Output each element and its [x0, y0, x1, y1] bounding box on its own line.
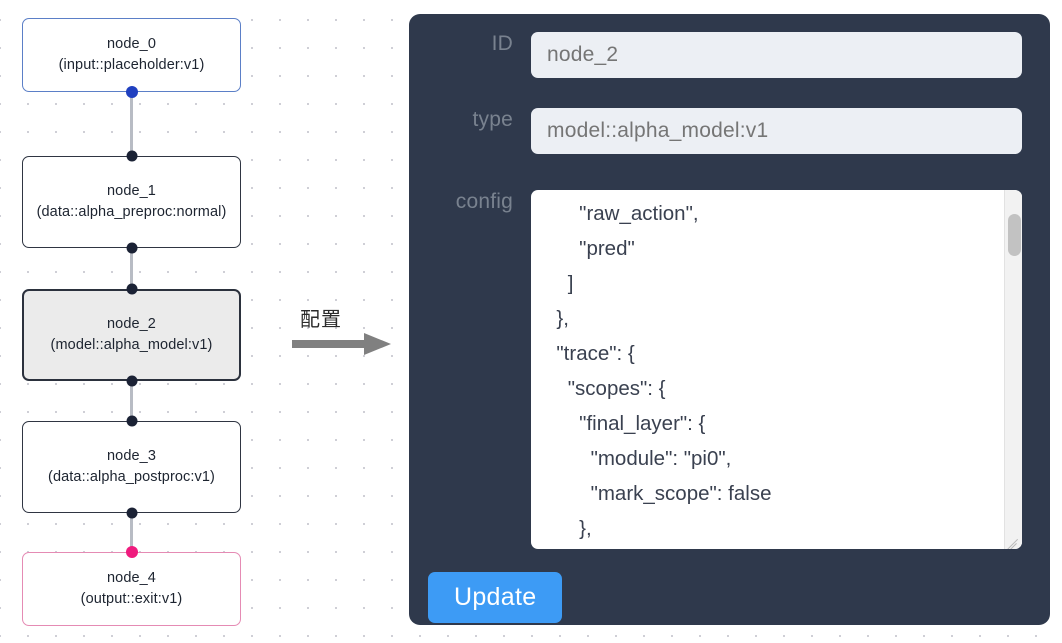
edge-node3-node4 — [130, 513, 133, 552]
graph-node-label: node_3 (data::alpha_postproc:v1) — [48, 448, 215, 485]
port-node_4-input[interactable] — [125, 546, 138, 558]
config-textarea[interactable]: "raw_action", "pred" ] }, "trace": { "sc… — [531, 190, 1022, 549]
port-node_2-input[interactable] — [126, 283, 137, 295]
graph-node-label: node_2 (model::alpha_model:v1) — [50, 316, 213, 353]
id-field-label: ID — [491, 32, 513, 55]
update-button[interactable]: Update — [428, 572, 563, 623]
type-input[interactable] — [531, 108, 1022, 154]
node-config-panel: ID type config "raw_action", "pred" ] },… — [409, 14, 1050, 625]
graph-node-node_0[interactable]: node_0 (input::placeholder:v1) — [22, 18, 241, 92]
graph-node-label: node_4 (output::exit:v1) — [80, 570, 183, 607]
port-node_3-output[interactable] — [126, 507, 137, 519]
port-node_3-input[interactable] — [126, 415, 137, 427]
graph-node-node_1[interactable]: node_1 (data::alpha_preproc:normal) — [22, 156, 241, 248]
field-row-config: config "raw_action", "pred" ] }, "trace"… — [421, 190, 1041, 549]
port-node_1-output[interactable] — [126, 242, 137, 254]
edge-node1-node2 — [130, 248, 133, 289]
resize-handle-icon[interactable] — [1006, 534, 1020, 549]
field-row-type: type — [421, 108, 1041, 154]
port-node_2-output[interactable] — [126, 375, 137, 387]
annotation-arrow-icon — [292, 332, 392, 356]
config-textarea-value[interactable]: "raw_action", "pred" ] }, "trace": { "sc… — [556, 202, 772, 540]
port-node_0-output[interactable] — [125, 86, 138, 98]
config-scrollbar[interactable] — [1004, 190, 1022, 549]
field-row-id: ID — [421, 32, 1041, 78]
graph-node-node_4[interactable]: node_4 (output::exit:v1) — [22, 552, 241, 626]
graph-node-label: node_1 (data::alpha_preproc:normal) — [36, 183, 227, 220]
type-field-label: type — [472, 108, 513, 131]
id-input[interactable] — [531, 32, 1022, 78]
edge-node2-node3 — [130, 381, 133, 421]
port-node_1-input[interactable] — [126, 150, 137, 162]
config-scrollbar-thumb[interactable] — [1008, 214, 1021, 256]
graph-node-label: node_0 (input::placeholder:v1) — [58, 36, 205, 73]
graph-node-node_2[interactable]: node_2 (model::alpha_model:v1) — [22, 289, 241, 381]
graph-node-node_3[interactable]: node_3 (data::alpha_postproc:v1) — [22, 421, 241, 513]
config-field-label: config — [455, 190, 513, 213]
edge-node0-node1 — [130, 92, 133, 156]
annotation-caption: 配置 — [300, 307, 342, 331]
